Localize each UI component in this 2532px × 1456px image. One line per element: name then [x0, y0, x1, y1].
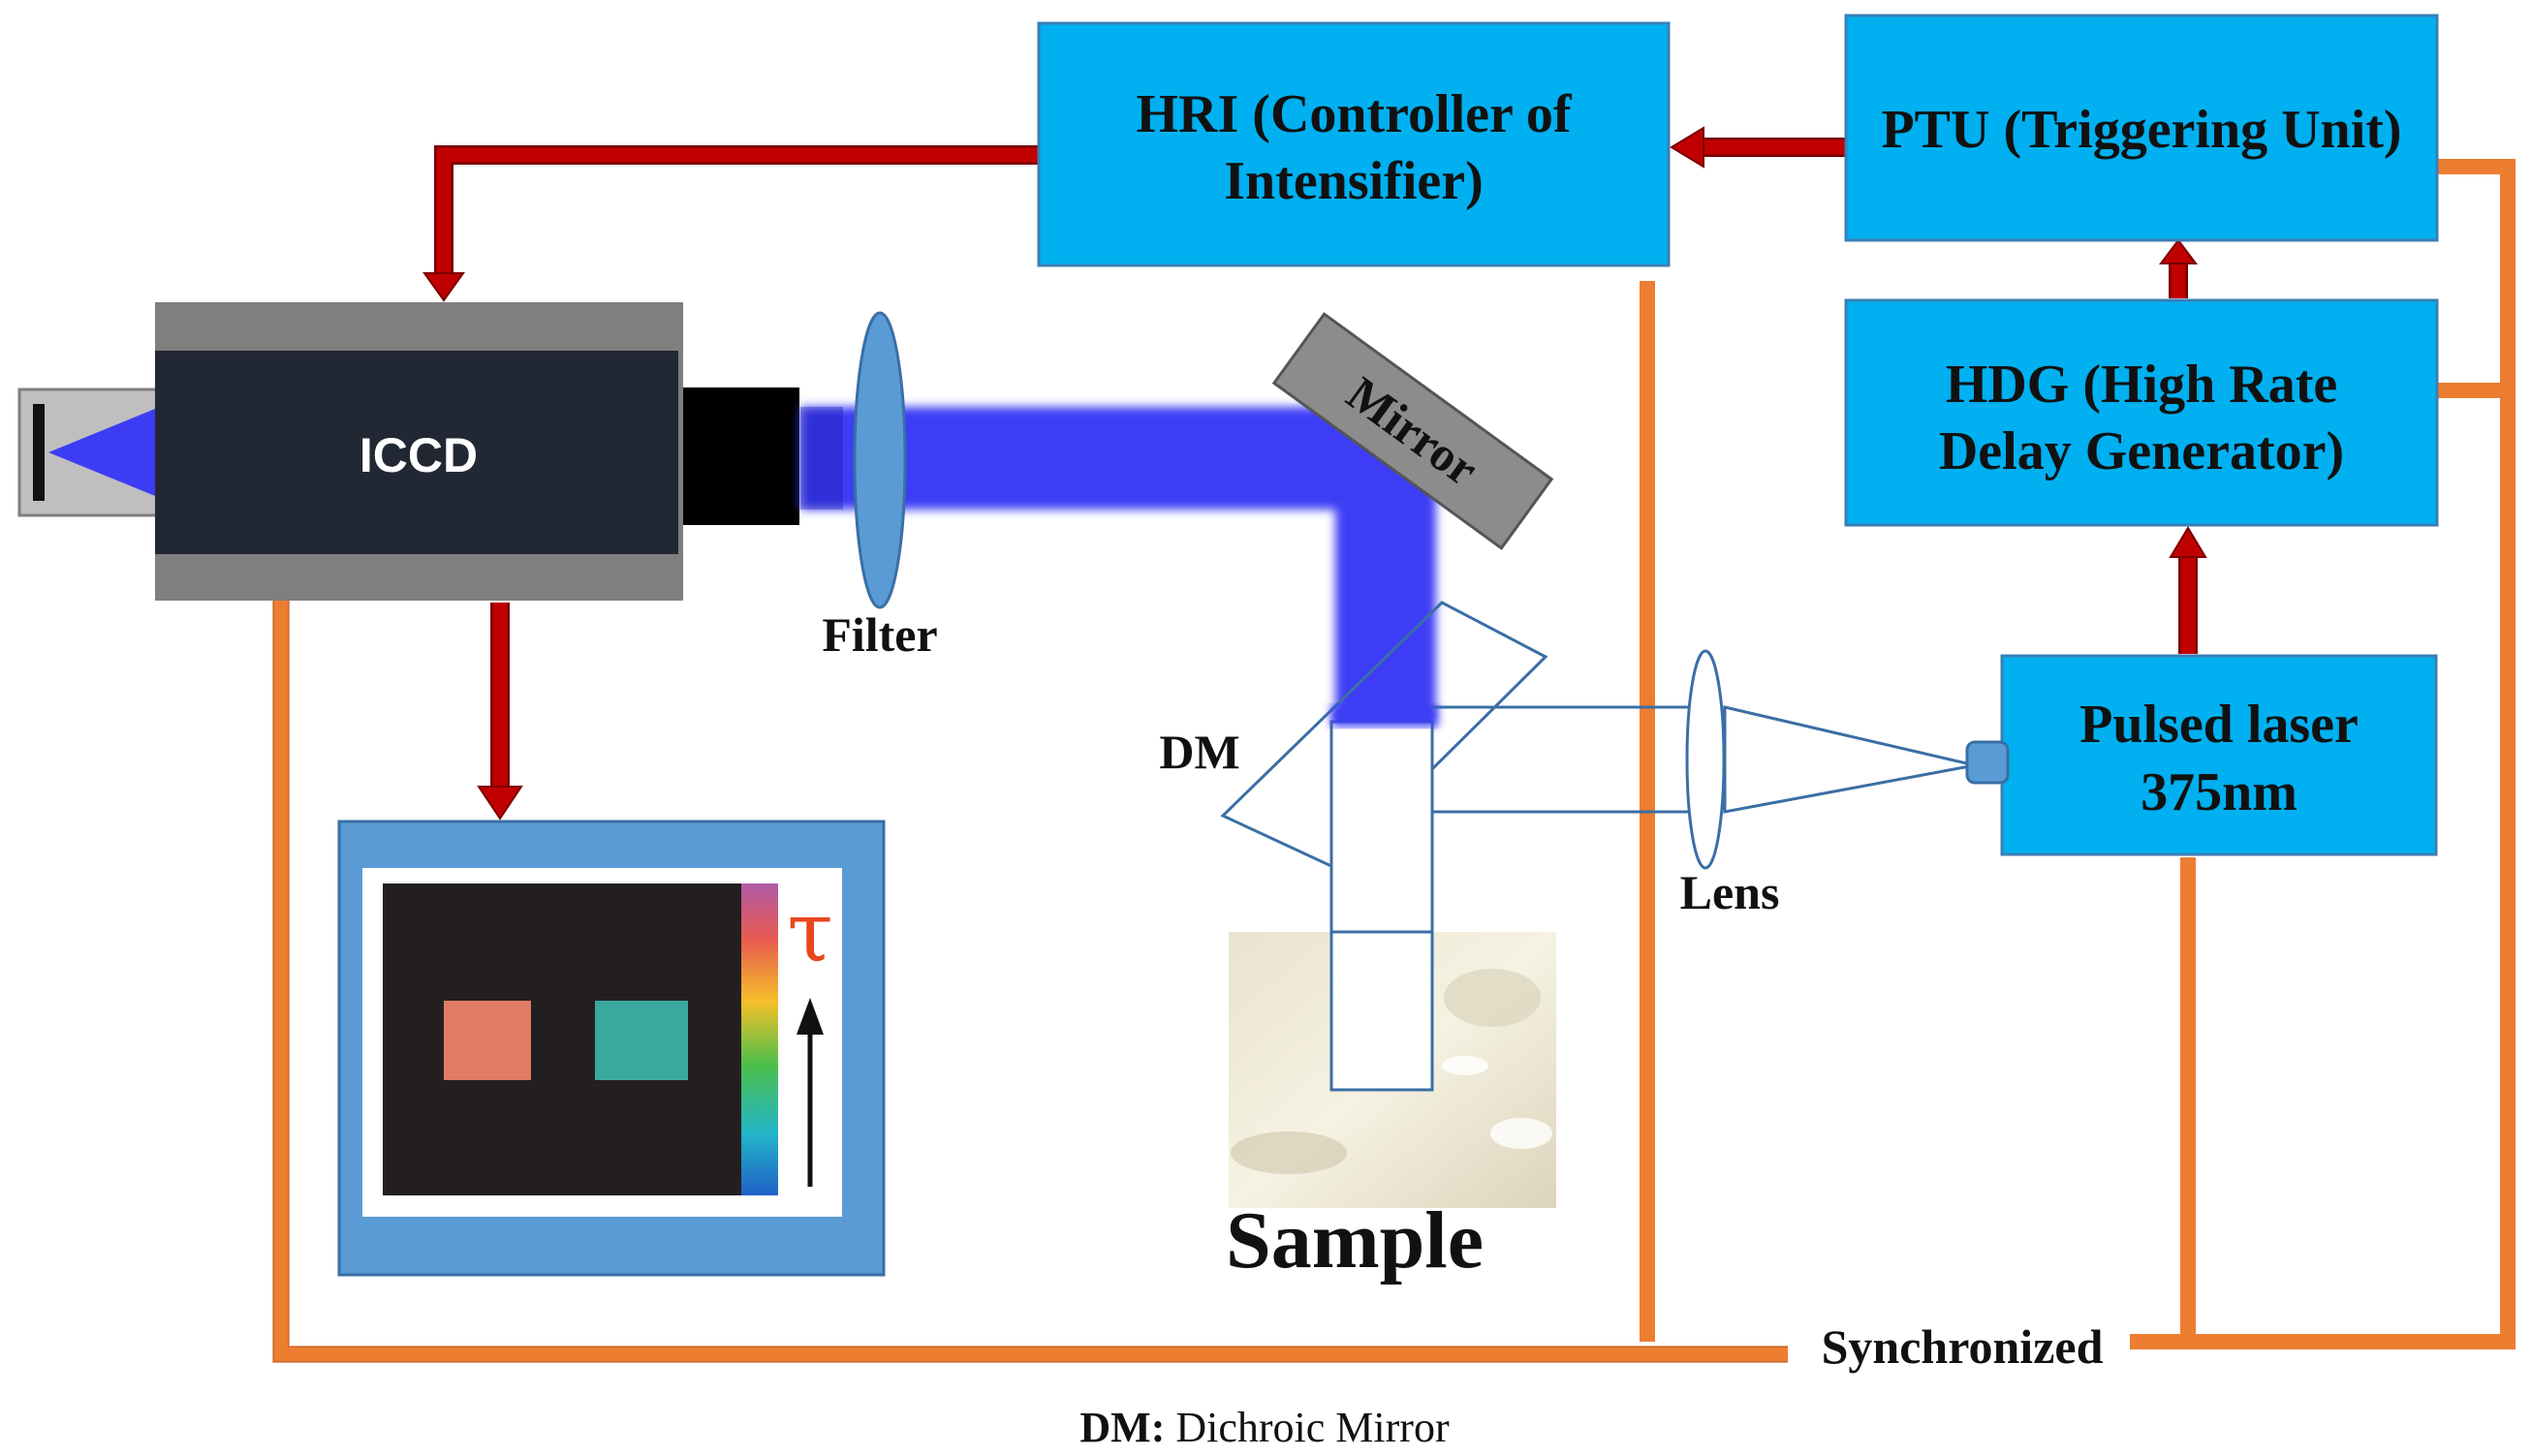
arrow-icon	[797, 998, 824, 1187]
laser-box: Pulsed laser 375nm	[2000, 654, 2438, 856]
hri-label-line2: Intensifier)	[1224, 151, 1484, 211]
iccd-label: ICCD	[359, 428, 478, 482]
hdg-box: HDG (High Rate Delay Generator)	[1844, 298, 2439, 527]
sync-wire-right	[2130, 159, 2516, 1349]
hdg-label-line1: HDG (High Rate	[1946, 355, 2337, 415]
dm-label: DM	[1159, 725, 1239, 779]
camera-icon: ICCD	[17, 302, 799, 601]
sample-label: Sample	[1226, 1195, 1484, 1286]
hri-box: HRI (Controller of Intensifier)	[1037, 21, 1671, 267]
lifetime-image-display: τ	[337, 820, 886, 1277]
sync-wires	[273, 159, 2516, 1362]
arrow-icon	[477, 603, 523, 821]
laser-label-line1: Pulsed laser	[2079, 695, 2359, 755]
laser-label-line2: 375nm	[2141, 762, 2298, 822]
hdg-label-line2: Delay Generator)	[1939, 421, 2344, 481]
synchronized-label: Synchronized	[1822, 1319, 2104, 1374]
color-scale-icon	[741, 883, 778, 1195]
sample-image	[1229, 930, 1556, 1208]
ptu-box: PTU (Triggering Unit)	[1844, 14, 2439, 242]
sync-wire-iccd	[273, 601, 1788, 1362]
ptu-label: PTU (Triggering Unit)	[1881, 100, 2401, 160]
filter-lens-icon	[853, 311, 907, 609]
footnote-text: Dichroic Mirror	[1175, 1404, 1450, 1451]
arrow-icon	[1670, 126, 1846, 169]
hri-label-line1: HRI (Controller of	[1137, 84, 1573, 144]
signal-arrows	[422, 126, 2207, 821]
swatch-teal	[595, 1001, 688, 1080]
laser-aperture	[1965, 740, 2010, 785]
footnote-abbr: DM:	[1079, 1404, 1165, 1451]
arrow-icon	[422, 145, 1039, 302]
lens-icon	[1685, 649, 1726, 870]
tau-symbol: τ	[787, 884, 833, 981]
arrow-icon	[2169, 526, 2207, 654]
footnote: DM: Dichroic Mirror	[1079, 1404, 1450, 1451]
arrow-icon	[2159, 238, 2198, 298]
filter-label: Filter	[822, 607, 937, 662]
swatch-orange	[444, 1001, 531, 1080]
lens-label: Lens	[1680, 865, 1780, 919]
